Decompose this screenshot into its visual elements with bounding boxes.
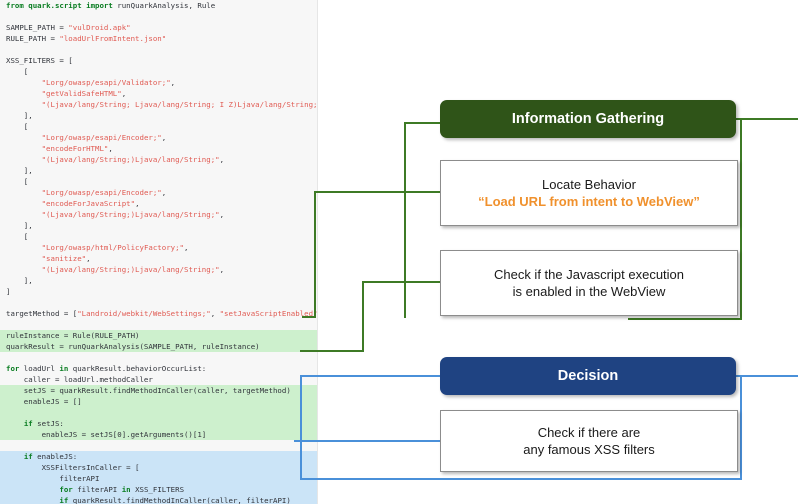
connector-green-code-link-bottom [300, 350, 364, 352]
box-locate-behavior[interactable]: Locate Behavior “Load URL from intent to… [440, 160, 738, 226]
code-line: "Lorg/owasp/esapi/Validator;", [41, 78, 176, 87]
connector-green-code-link-top [302, 316, 316, 318]
connector-blue-header-left [300, 375, 442, 377]
connector-blue-left-vertical [300, 375, 302, 480]
connector-blue-bottom-return [300, 478, 742, 480]
code-line: "(Ljava/lang/String;)Ljava/lang/String;"… [41, 210, 225, 219]
code-line: "(Ljava/lang/String; Ljava/lang/String; … [41, 100, 318, 109]
connector-green-header-left [404, 122, 442, 124]
box-check-xss-filters-content: Check if there are any famous XSS filter… [523, 424, 655, 458]
code-line: "getValidSafeHTML", [41, 89, 127, 98]
box-locate-behavior-accent: “Load URL from intent to WebView” [478, 194, 700, 209]
code-line [0, 352, 317, 363]
connector-green-bottom-return [628, 318, 742, 320]
code-line: [ [6, 67, 29, 76]
box-check-xss-filters[interactable]: Check if there are any famous XSS filter… [440, 410, 738, 472]
box-check-javascript-content: Check if the Javascript execution is ena… [494, 266, 684, 300]
code-line [0, 319, 317, 330]
code-line: "(Ljava/lang/String;)Ljava/lang/String;"… [41, 265, 225, 274]
box-check-javascript-line1: Check if the Javascript execution [493, 267, 685, 282]
connector-green-js-vertical [362, 281, 364, 352]
code-lines: from quark.script import runQuarkAnalysi… [0, 0, 318, 504]
code-line: for loadUrl in quarkResult.behaviorOccur… [6, 364, 207, 373]
box-check-xss-filters-line2: any famous XSS filters [523, 442, 655, 457]
header-information-gathering[interactable]: Information Gathering [440, 100, 736, 138]
connector-green-trunk-vertical [404, 122, 406, 318]
code-line: setJS = quarkResult.findMethodInCaller(c… [0, 385, 317, 396]
code-line: if setJS: [0, 418, 317, 429]
code-line: ], [6, 276, 33, 285]
code-line: if enableJS: [0, 451, 317, 462]
code-line: XSSFiltersInCaller = [ [0, 462, 317, 473]
code-line: [ [6, 177, 29, 186]
code-line: from quark.script import runQuarkAnalysi… [6, 1, 216, 10]
connector-green-right-vertical [740, 118, 742, 320]
connector-green-header-right [736, 118, 798, 120]
connector-blue-header-right [736, 375, 798, 377]
box-locate-behavior-line1: Locate Behavior [542, 177, 636, 192]
header-decision[interactable]: Decision [440, 357, 736, 395]
code-line: "sanitize", [41, 254, 91, 263]
code-line: enableJS = setJS[0].getArguments()[1] [0, 429, 317, 440]
code-line: for filterAPI in XSS_FILTERS [0, 484, 317, 495]
code-line [0, 11, 317, 22]
code-line [0, 297, 317, 308]
connector-blue-xss-branch [294, 440, 442, 442]
box-locate-behavior-content: Locate Behavior “Load URL from intent to… [478, 176, 700, 210]
connector-green-js-branch [362, 281, 442, 283]
code-line [0, 44, 317, 55]
code-line [0, 440, 317, 451]
code-line: quarkResult = runQuarkAnalysis(SAMPLE_PA… [0, 341, 317, 352]
code-line: "encodeForHTML", [41, 144, 113, 153]
code-line: "Lorg/owasp/esapi/Encoder;", [41, 133, 167, 142]
code-line: ], [6, 166, 33, 175]
code-line: ruleInstance = Rule(RULE_PATH) [0, 330, 317, 341]
code-line: if quarkResult.findMethodInCaller(caller… [0, 495, 317, 504]
code-line: [ [6, 122, 29, 131]
code-line [0, 407, 317, 418]
code-line: XSS_FILTERS = [ [6, 56, 73, 65]
code-line: filterAPI [0, 473, 317, 484]
connector-blue-right-vertical [740, 375, 742, 480]
code-line: SAMPLE_PATH = "vulDroid.apk" [6, 23, 131, 32]
code-line: "Lorg/owasp/esapi/Encoder;", [41, 188, 167, 197]
code-line: "(Ljava/lang/String;)Ljava/lang/String;"… [41, 155, 225, 164]
box-check-javascript-line2: is enabled in the WebView [512, 284, 666, 299]
code-line: targetMethod = ["Landroid/webkit/WebSett… [6, 309, 318, 318]
connector-green-locate-vertical [314, 191, 316, 318]
header-information-gathering-label: Information Gathering [511, 111, 665, 127]
code-line: ], [6, 221, 33, 230]
code-line: "encodeForJavaScript", [41, 199, 140, 208]
code-line: ] [6, 287, 11, 296]
code-line: ], [6, 111, 33, 120]
connector-green-locate-branch [314, 191, 442, 193]
code-line: enableJS = [] [0, 396, 317, 407]
box-check-javascript[interactable]: Check if the Javascript execution is ena… [440, 250, 738, 316]
header-decision-label: Decision [557, 368, 619, 384]
flow-diagram: Information Gathering Decision Locate Be… [294, 0, 798, 504]
box-check-xss-filters-line1: Check if there are [537, 425, 641, 440]
code-line: [ [6, 232, 29, 241]
code-panel[interactable]: from quark.script import runQuarkAnalysi… [0, 0, 318, 504]
code-line: "Lorg/owasp/html/PolicyFactory;", [41, 243, 189, 252]
code-line: caller = loadUrl.methodCaller [6, 375, 153, 384]
code-line: RULE_PATH = "loadUrlFromIntent.json" [6, 34, 167, 43]
